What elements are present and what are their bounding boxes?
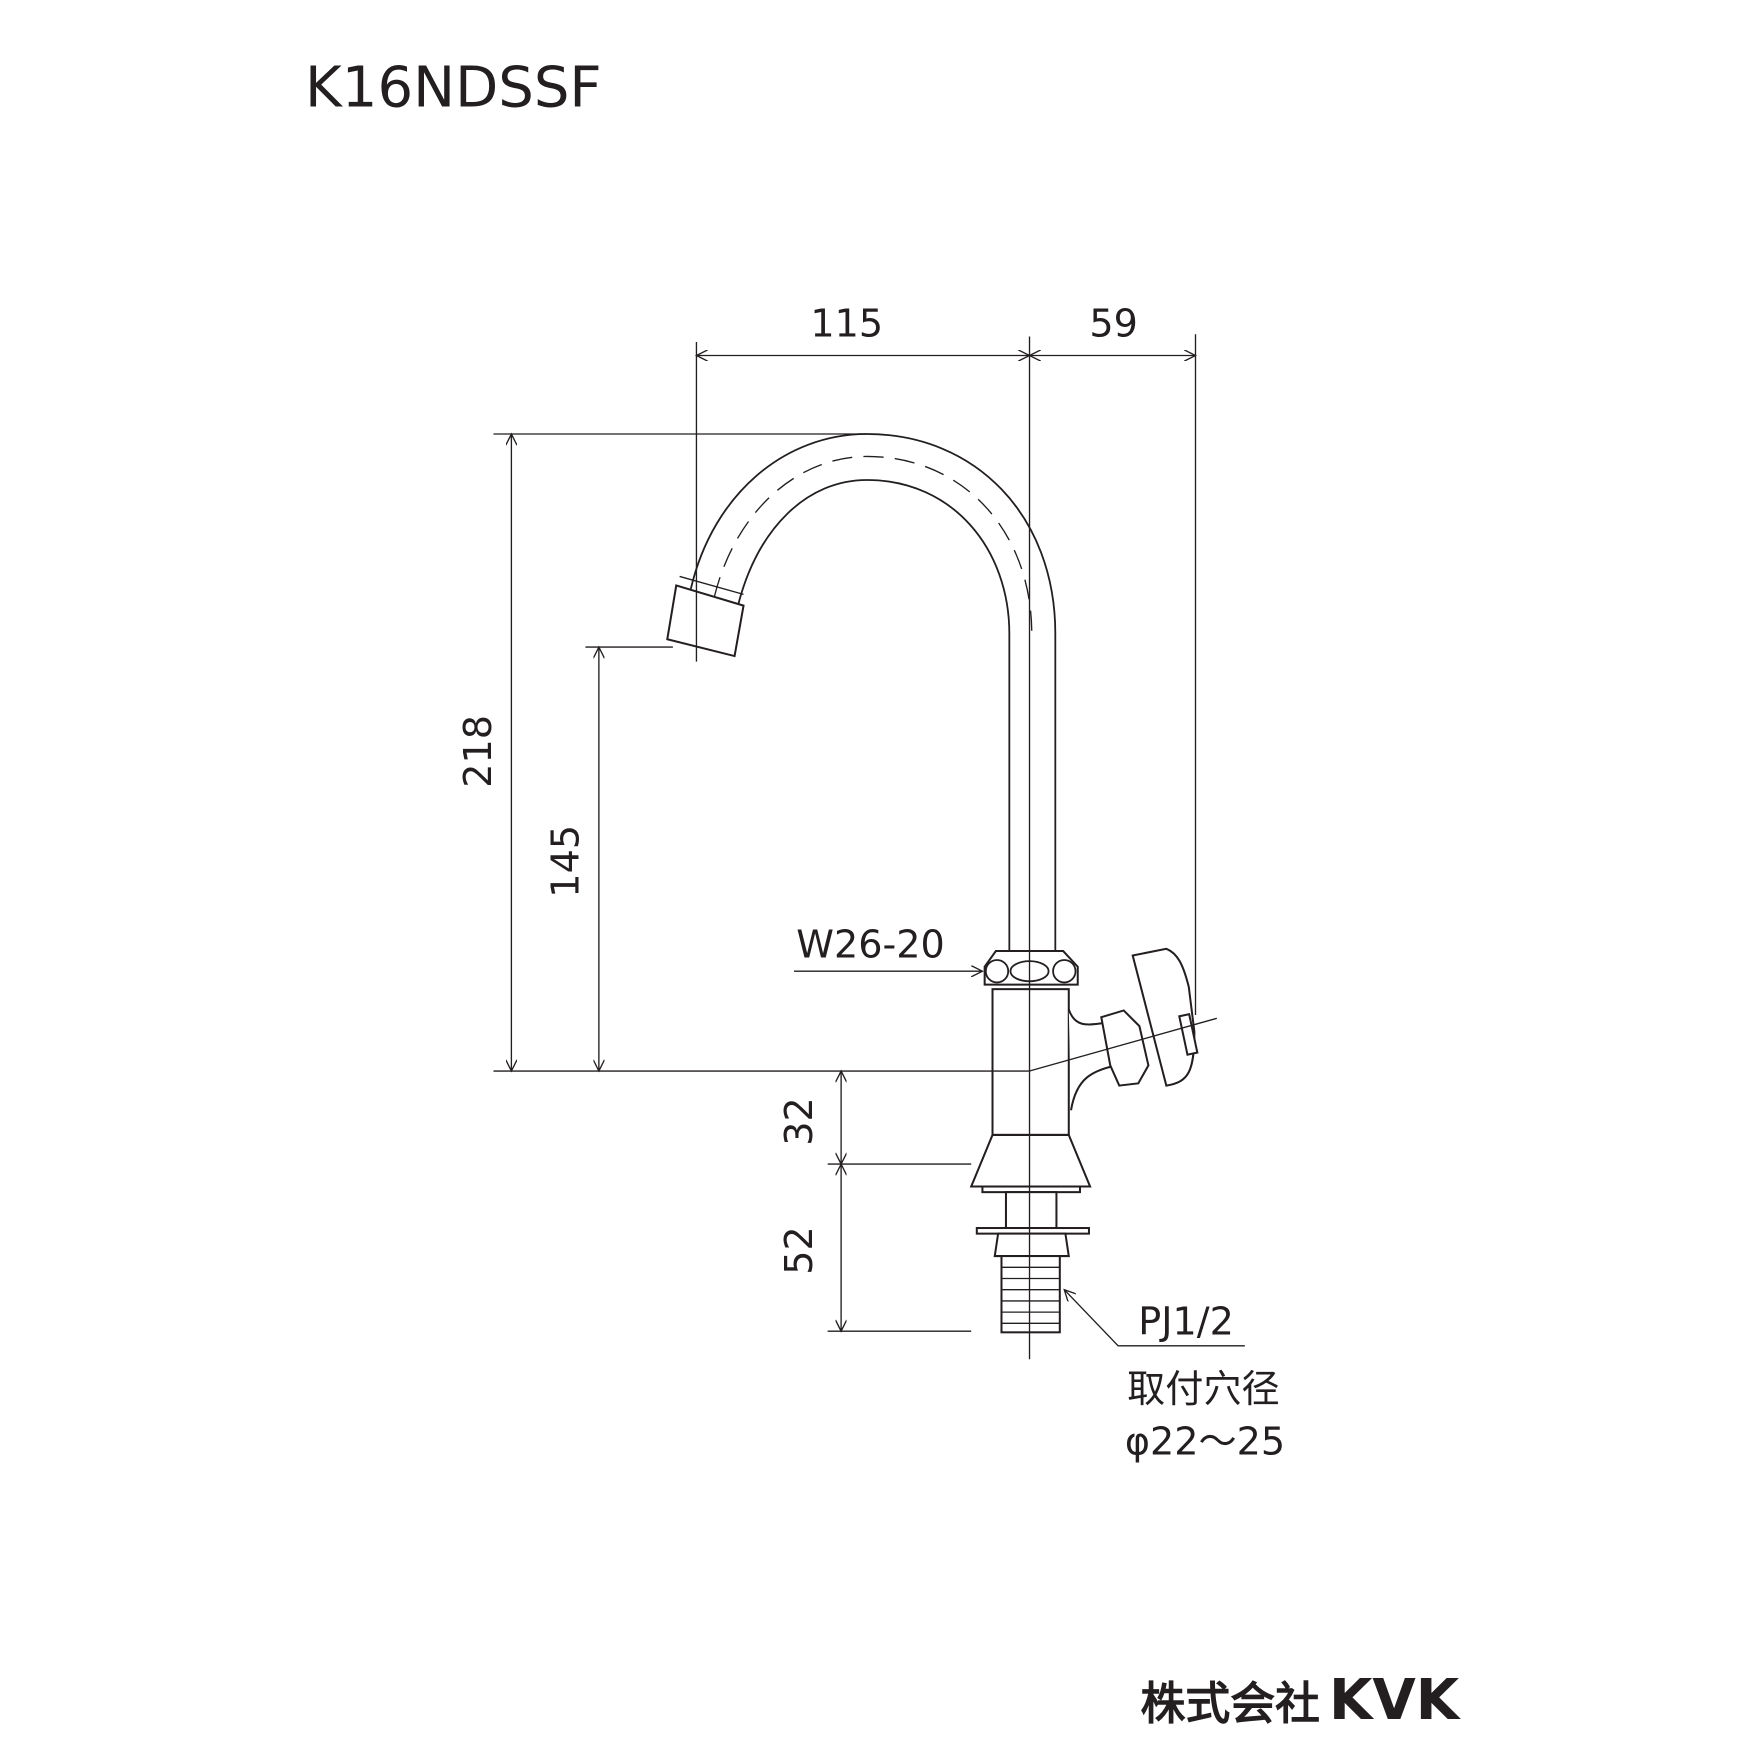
dim-145: 145 <box>544 825 588 898</box>
dim-59: 59 <box>1089 301 1138 345</box>
nut-thread-label: W26-20 <box>796 923 944 967</box>
kvk-logo: 株式会社 KVK <box>1141 1668 1462 1733</box>
dim-115: 115 <box>810 301 883 345</box>
svg-text:KVK: KVK <box>1329 1668 1462 1733</box>
dim-32: 32 <box>777 1097 821 1146</box>
svg-text:株式会社: 株式会社 <box>1141 1677 1320 1730</box>
model-title: K16NDSSF <box>305 56 602 121</box>
faucet-body <box>666 336 1217 1360</box>
handle-nut <box>1100 1009 1150 1087</box>
dimension-lines <box>493 334 1245 1347</box>
dim-52: 52 <box>777 1226 821 1275</box>
nozzle-aerator <box>666 584 745 658</box>
mount-hole-size: φ22〜25 <box>1125 1420 1285 1464</box>
pipe-thread-label: PJ1/2 <box>1138 1300 1234 1344</box>
mount-hole-label: 取付穴径 <box>1127 1367 1280 1411</box>
dim-218: 218 <box>456 715 500 788</box>
thread-lines <box>1001 1266 1060 1325</box>
handle-lever <box>1131 947 1196 1087</box>
